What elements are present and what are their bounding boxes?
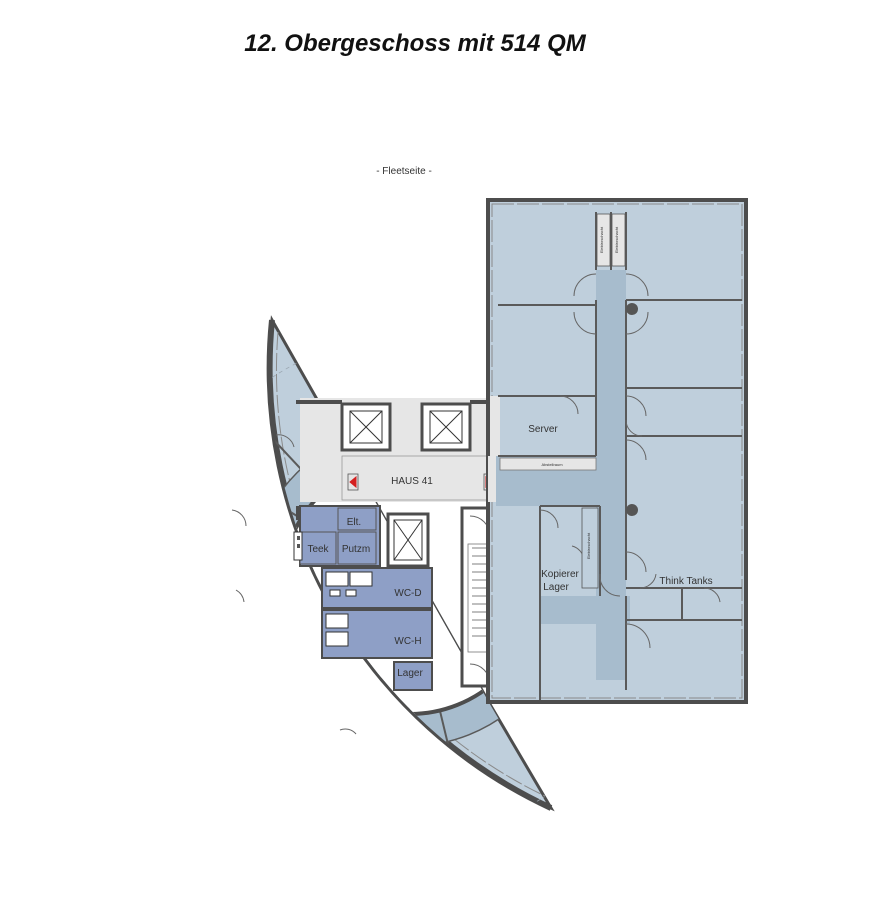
label-kopierer: Kopierer — [541, 569, 579, 580]
label-teek: Teek — [307, 544, 329, 555]
abstell-label: Abstellraum — [541, 462, 563, 467]
east-partitions — [498, 212, 742, 700]
east-wing: Elektroschacht Elektroschacht Elektrosch… — [486, 198, 748, 704]
abstell-strip — [499, 457, 597, 471]
label-wc-d: WC-D — [394, 588, 421, 599]
label-putzm: Putzm — [342, 544, 370, 555]
connecting-walls — [296, 396, 540, 704]
label-server: Server — [528, 424, 558, 435]
room-putzm — [337, 531, 377, 565]
label-kopierer-lager: Lager — [543, 582, 569, 593]
column-2 — [626, 504, 638, 516]
curved-doors — [231, 434, 357, 735]
room-elt — [337, 507, 377, 531]
label-wc-h: WC-H — [394, 636, 421, 647]
shaft-label-c: Elektroschacht — [586, 532, 591, 559]
lobby-haus41 — [341, 455, 499, 501]
facade-windows — [486, 198, 748, 704]
label-think-tanks: Think Tanks — [659, 576, 712, 587]
room-teek — [299, 531, 337, 565]
shaft-top-left — [596, 213, 611, 267]
column-1 — [626, 303, 638, 315]
core-label: HAUS 41 — [391, 476, 433, 487]
shaft-center — [386, 512, 430, 568]
room-lager — [393, 661, 433, 691]
wc-stalls — [325, 571, 373, 647]
orientation-label: - Fleetseite - — [376, 166, 432, 177]
east-doors — [539, 273, 721, 649]
shaft-label-b: Elektroschacht — [614, 226, 619, 253]
floor-title: 12. Obergeschoss mit 514 QM — [244, 30, 586, 57]
shaft-top-right — [611, 213, 626, 267]
label-elt: Elt. — [347, 517, 361, 528]
label-lager: Lager — [397, 668, 423, 679]
exit-arrow-left — [349, 475, 357, 489]
shaft-label-a: Elektroschacht — [599, 226, 604, 253]
